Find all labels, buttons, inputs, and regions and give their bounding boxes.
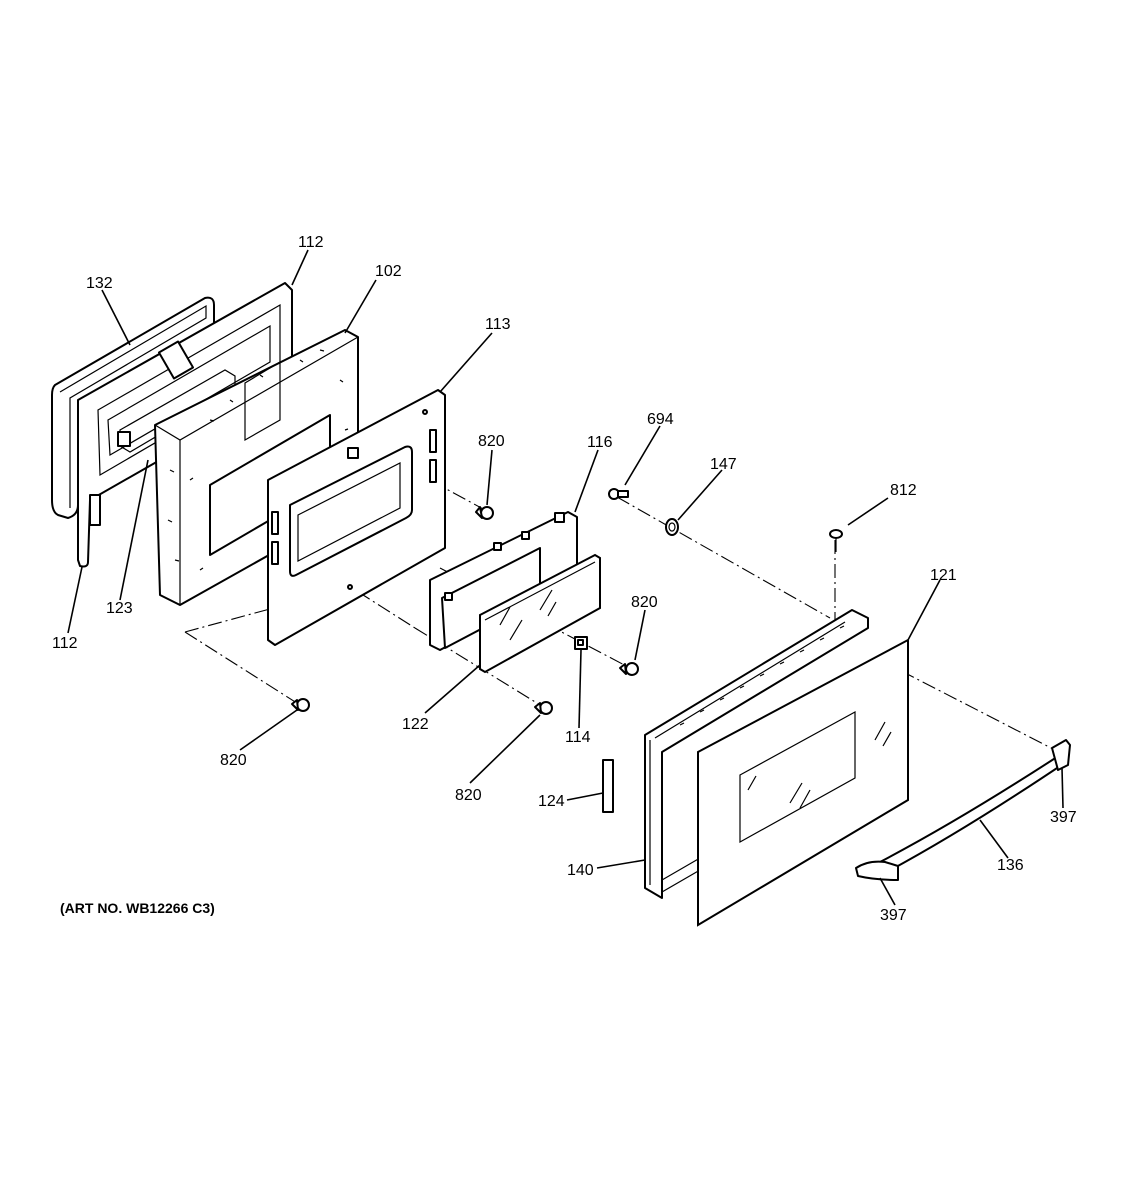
screw-820-bottom [534,701,553,715]
callout-812: 812 [890,482,917,499]
callout-820-bottom: 820 [455,787,482,804]
part-812-screw [829,529,843,552]
callout-147: 147 [710,456,737,473]
part-122-window-glass [479,553,601,674]
callout-140: 140 [567,862,594,879]
part-397-endcap-left [855,860,899,881]
callout-820-mid: 820 [631,594,658,611]
callout-136: 136 [997,857,1024,874]
screw-820-left [291,698,310,712]
part-140-outer-frame [644,609,869,899]
screw-820-upper [475,506,494,520]
part-116-window-frame [429,511,578,651]
callout-123: 123 [106,600,133,617]
callout-122: 122 [402,716,429,733]
part-694-screw [608,488,629,500]
part-121-outer-glass [697,638,909,927]
insulation-texture [167,349,349,571]
part-132-gasket [51,296,215,519]
callout-labels: 132 112 102 113 820 116 694 147 812 121 … [52,234,1077,924]
part-114-bracket [574,636,588,650]
callout-102: 102 [375,263,402,280]
callout-116: 116 [587,434,613,451]
callout-694: 694 [647,411,674,428]
callout-112-top: 112 [298,234,324,251]
callout-820-left: 820 [220,752,247,769]
callout-124: 124 [538,793,565,810]
callout-397-right: 397 [1050,809,1077,826]
callout-121: 121 [930,567,957,584]
callout-114: 114 [565,729,591,746]
callout-820-upper: 820 [478,433,505,450]
leader-lines [67,249,1064,906]
art-number-caption: (ART NO. WB12266 C3) [60,900,215,916]
part-113-inner-panel [267,389,446,646]
screw-820-mid [619,662,639,676]
callout-113: 113 [485,316,511,333]
callout-112-bottom: 112 [52,635,78,652]
callout-397-bottom: 397 [880,907,907,924]
part-136-handle [855,739,1071,881]
callout-132: 132 [86,275,113,292]
part-397-endcap-right [1051,739,1071,771]
frame-vent-ticks [679,625,845,726]
part-147-grommet [665,518,679,536]
part-124-label [602,759,614,813]
